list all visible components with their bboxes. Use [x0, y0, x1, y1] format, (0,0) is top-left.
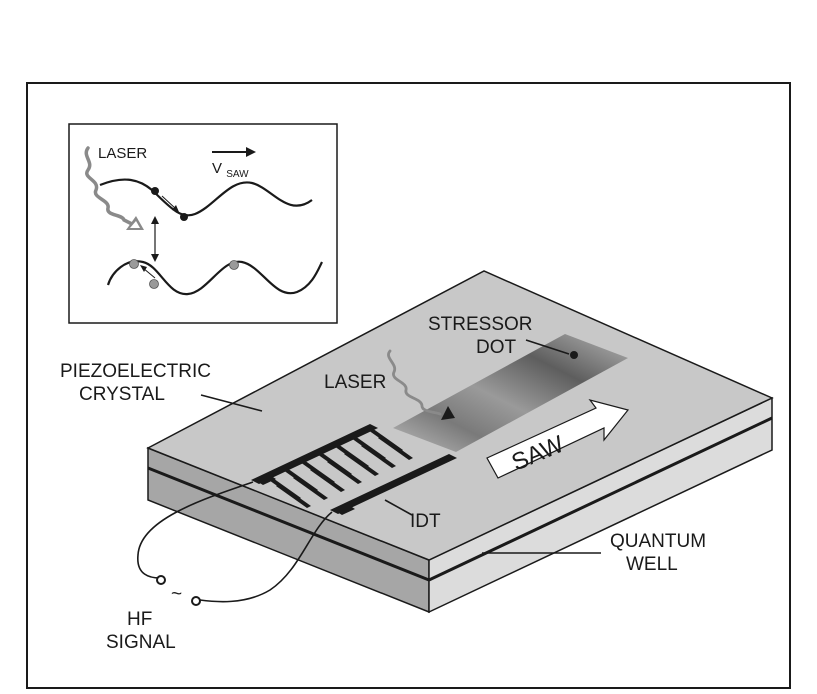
hole-dot-1 [129, 259, 139, 269]
qw-label-line2: WELL [626, 554, 678, 575]
velocity-label: V SAW [212, 160, 249, 180]
idt-electrode [251, 424, 457, 515]
hf-tilde-symbol: ~ [171, 584, 182, 605]
saw-direction-arrow [486, 398, 630, 479]
laser-label: LASER [324, 372, 386, 393]
idt-label: IDT [410, 511, 441, 532]
inset-frame [68, 123, 338, 324]
velocity-symbol: V [212, 160, 222, 177]
hf-label-line1: HF [127, 609, 152, 630]
inset-laser-arrow-icon [84, 146, 144, 230]
electron-dot-2 [180, 213, 188, 221]
conduction-band-wave [99, 178, 313, 217]
idt-leader-line [384, 499, 413, 516]
qw-label-line1: QUANTUM [610, 531, 706, 552]
hf-terminal-left [156, 575, 166, 585]
quantum-well-line-left [147, 466, 430, 582]
piezo-leader-line [200, 394, 263, 412]
velocity-arrow-icon [212, 147, 256, 157]
idt-wire-upper [137, 481, 254, 579]
hole-drift-arrowhead [140, 265, 147, 272]
hf-label-line2: SIGNAL [106, 632, 176, 653]
idt-wire-lower [199, 511, 333, 603]
inset-panel: LASER V SAW [68, 123, 338, 324]
electron-drift-arrowhead [172, 205, 179, 212]
saw-propagation-strip [393, 334, 628, 452]
velocity-subscript: SAW [226, 169, 249, 180]
electron-drift-arrow [161, 195, 177, 210]
inset-laser-label: LASER [98, 145, 147, 162]
valence-band-wave [106, 260, 323, 296]
recombination-double-arrow [151, 216, 159, 262]
piezo-label-line1: PIEZOELECTRIC [60, 361, 211, 382]
stressor-label-line2: DOT [476, 337, 517, 358]
electron-dot-1 [151, 187, 159, 195]
stressor-dot [570, 351, 578, 359]
stressor-leader-line [525, 339, 570, 355]
piezo-label-line2: CRYSTAL [79, 384, 165, 405]
laser-beam-icon [387, 349, 455, 420]
hf-terminal-right [191, 596, 201, 606]
hole-dot-2 [149, 279, 159, 289]
hole-dot-3 [229, 260, 239, 270]
stressor-label-line1: STRESSOR [428, 314, 533, 335]
piezoelectric-crystal [146, 270, 774, 614]
